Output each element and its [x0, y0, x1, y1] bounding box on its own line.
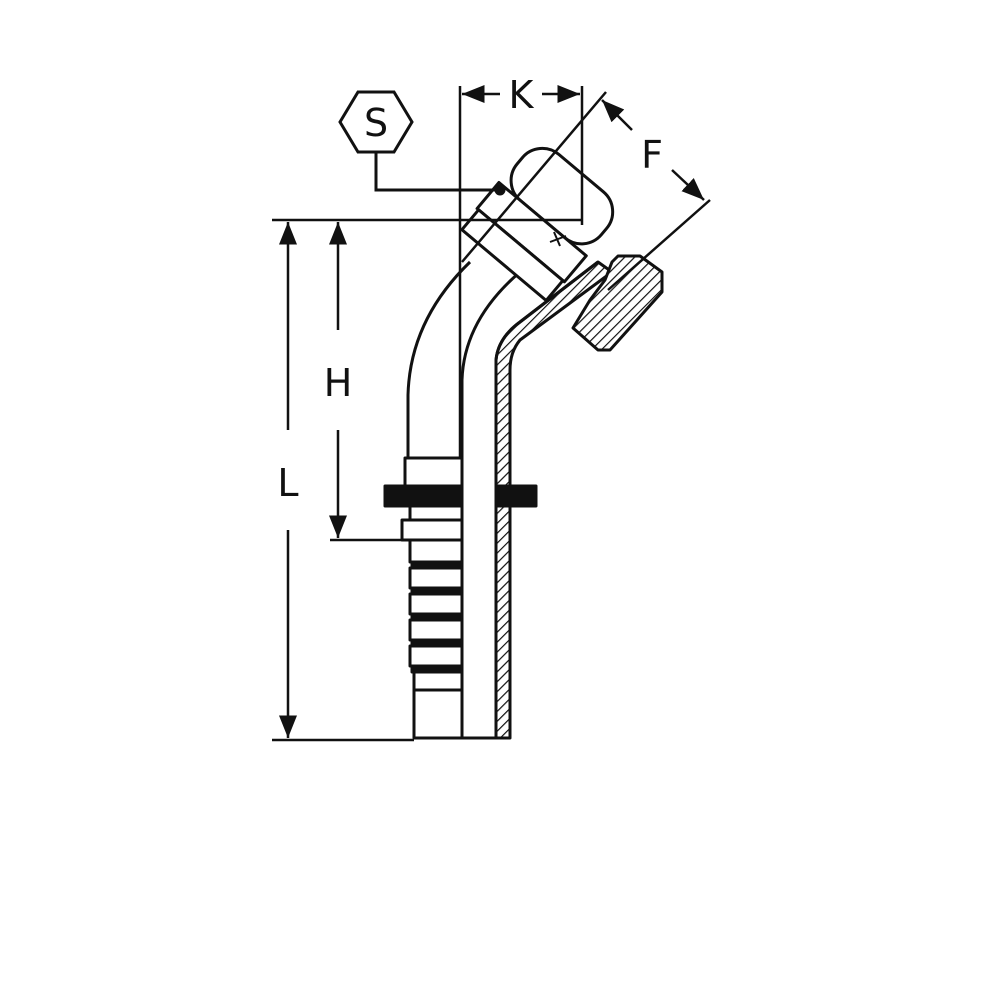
l-label: L	[277, 461, 298, 505]
hex-callout	[338, 90, 500, 192]
hex-size-label: S	[364, 101, 388, 145]
hex-icon	[338, 90, 414, 154]
upper-collar	[403, 456, 464, 488]
k-label: K	[509, 73, 535, 117]
tube-outer-left	[406, 260, 472, 460]
h-label: H	[324, 361, 353, 405]
hose-tail-barbs	[408, 538, 464, 740]
f-extension-top	[461, 91, 607, 263]
f-extension-bottom	[607, 199, 711, 291]
nut-cross-mark	[549, 231, 567, 247]
lower-collar	[400, 518, 464, 542]
nut-section-hatch	[571, 254, 664, 352]
dimension-lines	[272, 85, 711, 742]
tube-bore-line	[460, 216, 586, 738]
f-arrow-bottom	[671, 169, 705, 201]
tube-inner-right	[494, 260, 599, 738]
hex-leader-line	[374, 152, 500, 192]
collar-neck	[408, 506, 464, 520]
washer-right	[494, 484, 538, 508]
f-arrow-top	[601, 99, 633, 131]
f-label: F	[641, 133, 663, 177]
washer-left	[383, 484, 464, 508]
fitting-body	[383, 146, 664, 740]
